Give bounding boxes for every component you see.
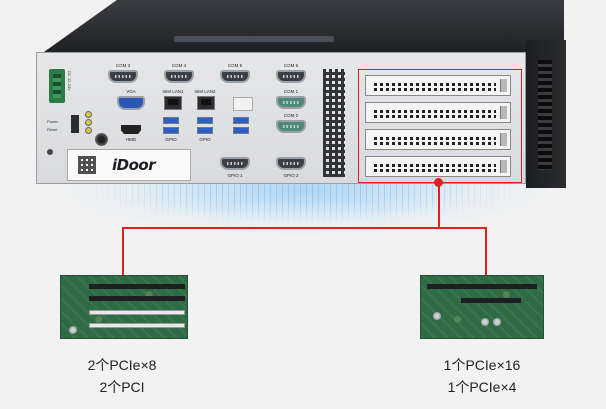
usb-group-2-label: GPIO bbox=[199, 137, 211, 142]
gpio1-label: GPIO 1 bbox=[227, 173, 243, 178]
front-vent bbox=[323, 69, 345, 177]
chassis-side-panel bbox=[526, 40, 566, 188]
usb-port-3[interactable] bbox=[197, 117, 213, 124]
com4-port[interactable] bbox=[164, 70, 194, 83]
lan1-port[interactable] bbox=[164, 96, 182, 110]
side-vent-grill bbox=[538, 60, 552, 170]
power-label: DC 12-24V bbox=[67, 71, 72, 91]
left-caption-line-2: 2个PCI bbox=[99, 379, 145, 395]
brand-panel: iDoor bbox=[67, 149, 191, 181]
expansion-slot-2 bbox=[365, 102, 511, 123]
usb-group-1-label: GPIO bbox=[165, 137, 177, 142]
lan2-label: Intel LAN2 bbox=[194, 89, 216, 94]
connector-line-vertical bbox=[438, 184, 440, 228]
right-caption-line-1: 1个PCIe×16 bbox=[443, 357, 521, 373]
usb-port-1[interactable] bbox=[163, 117, 179, 124]
chassis-label-strip bbox=[174, 36, 334, 42]
com6-port[interactable] bbox=[276, 70, 306, 83]
board-slot-2 bbox=[89, 296, 185, 301]
blank-cover bbox=[233, 97, 253, 111]
connector-line-right bbox=[485, 227, 487, 275]
expansion-slot-3 bbox=[365, 129, 511, 150]
highlight-anchor-dot bbox=[434, 178, 443, 187]
capacitor bbox=[433, 312, 441, 320]
usb-port-5[interactable] bbox=[233, 117, 249, 124]
lan2-port[interactable] bbox=[197, 96, 215, 110]
brand-logo: iDoor bbox=[112, 156, 156, 174]
right-caption-line-2: 1个PCIe×4 bbox=[447, 379, 517, 395]
status-led-2 bbox=[85, 119, 92, 126]
usb-port-4[interactable] bbox=[197, 127, 213, 134]
gpio2-port[interactable] bbox=[276, 157, 306, 170]
com2-port[interactable] bbox=[276, 120, 306, 133]
gpio2-label: GPIO 2 bbox=[283, 173, 299, 178]
com1-port[interactable] bbox=[276, 96, 306, 109]
riser-board-right bbox=[420, 275, 544, 339]
board-slot-5 bbox=[427, 284, 537, 289]
left-caption-line-1: 2个PCIe×8 bbox=[87, 357, 157, 373]
capacitor bbox=[69, 326, 77, 334]
chassis-top-panel bbox=[44, 0, 564, 52]
pcie-slot-highlight bbox=[358, 69, 522, 183]
usb-port-6[interactable] bbox=[233, 127, 249, 134]
status-led-3 bbox=[85, 127, 92, 134]
chassis-front-panel: DC 12-24V Power Reset COM 3 COM 4 COM 5 … bbox=[36, 52, 526, 184]
capacitor bbox=[481, 318, 489, 326]
ground-screw bbox=[47, 149, 53, 155]
board-slot-3 bbox=[89, 310, 185, 315]
board-slot-6 bbox=[461, 298, 521, 303]
lan1-label: Intel LAN1 bbox=[162, 89, 184, 94]
com3-port[interactable] bbox=[108, 70, 138, 83]
com5-label: COM 5 bbox=[227, 63, 243, 68]
expansion-slot-1 bbox=[365, 75, 511, 96]
vga-label: VGA bbox=[126, 89, 136, 94]
vga-port[interactable] bbox=[117, 96, 145, 110]
com2-label: COM 2 bbox=[283, 113, 299, 118]
riser-board-left bbox=[60, 275, 188, 339]
power-button-label: Power bbox=[47, 119, 59, 124]
connector-line-horizontal bbox=[122, 227, 486, 229]
expansion-slot-4 bbox=[365, 156, 511, 177]
com6-label: COM 6 bbox=[283, 63, 299, 68]
com5-port[interactable] bbox=[220, 70, 250, 83]
capacitor bbox=[493, 318, 501, 326]
hdmi-label: HMD bbox=[125, 137, 137, 142]
board-slot-1 bbox=[89, 284, 185, 289]
power-switch[interactable] bbox=[71, 115, 79, 133]
reset-button-label: Reset bbox=[47, 127, 58, 132]
status-led-1 bbox=[85, 111, 92, 118]
connector-line-left bbox=[122, 227, 124, 275]
com3-label: COM 3 bbox=[115, 63, 131, 68]
hdmi-port[interactable] bbox=[121, 125, 141, 134]
usb-port-2[interactable] bbox=[163, 127, 179, 134]
power-terminal bbox=[49, 69, 65, 103]
com1-label: COM 1 bbox=[283, 89, 299, 94]
com4-label: COM 4 bbox=[171, 63, 187, 68]
power-knob[interactable] bbox=[95, 133, 108, 146]
vent-grid-icon bbox=[78, 156, 96, 174]
gpio1-port[interactable] bbox=[220, 157, 250, 170]
board-slot-4 bbox=[89, 323, 185, 328]
